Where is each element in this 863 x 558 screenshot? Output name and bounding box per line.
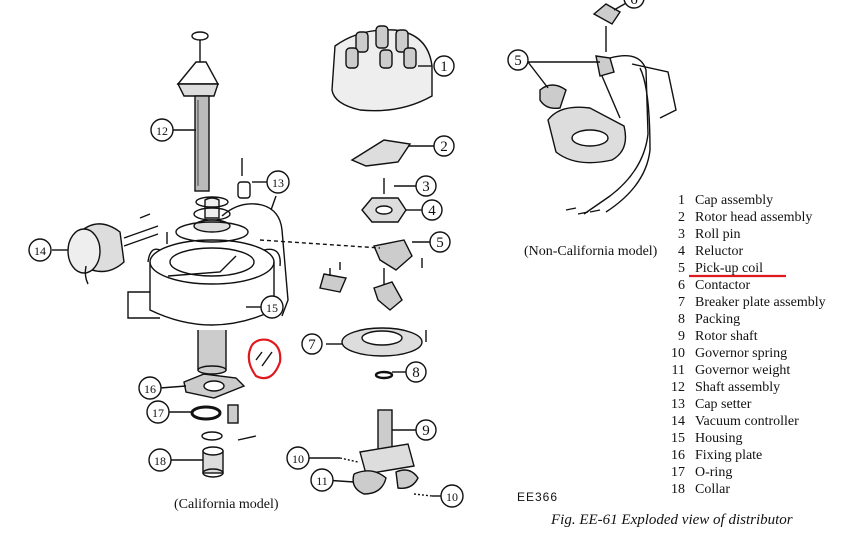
shaft-assembly — [176, 31, 220, 192]
bolt — [227, 404, 239, 424]
callout-18: 18 — [154, 454, 166, 468]
housing — [127, 158, 289, 375]
contactor — [319, 273, 347, 293]
callout-5: 5 — [436, 235, 444, 251]
callout-16: 16 — [144, 382, 156, 396]
figure-code: EE366 — [517, 490, 559, 504]
rotor-shaft — [359, 409, 415, 475]
callout-17: 17 — [152, 406, 164, 420]
breaker-plate — [341, 327, 427, 357]
callout-10b: 10 — [446, 490, 458, 504]
callout-12: 12 — [156, 124, 168, 138]
callout-9: 9 — [422, 423, 430, 439]
california-caption: (California model) — [174, 497, 279, 512]
vacuum-controller — [67, 213, 159, 285]
callout-5b: 5 — [514, 53, 522, 69]
washer — [201, 431, 223, 441]
callout-1: 1 — [440, 59, 448, 75]
non-california-caption: (Non-California model) — [524, 244, 658, 259]
callout-4: 4 — [428, 203, 436, 219]
o-ring — [190, 405, 222, 421]
figure-caption: Fig. EE-61 Exploded view of distributor — [551, 512, 793, 528]
callout-3: 3 — [422, 179, 430, 195]
packing — [374, 370, 394, 380]
callout-14: 14 — [34, 244, 46, 258]
annotation-circle — [247, 338, 282, 380]
collar — [202, 446, 224, 478]
callout-2: 2 — [440, 139, 448, 155]
non-california-assembly — [539, 3, 677, 215]
callout-11: 11 — [316, 474, 328, 488]
governor-weight — [352, 470, 387, 495]
callout-7: 7 — [308, 337, 316, 353]
callout-15: 15 — [266, 301, 278, 315]
callout-13: 13 — [272, 176, 284, 190]
governor-spring — [339, 457, 359, 463]
cap-assembly — [331, 25, 433, 112]
callout-10a: 10 — [292, 452, 304, 466]
callout-8: 8 — [412, 365, 420, 381]
callout-6: 6 — [630, 0, 638, 8]
fixing-plate — [183, 373, 246, 399]
rotor-head — [350, 139, 412, 167]
